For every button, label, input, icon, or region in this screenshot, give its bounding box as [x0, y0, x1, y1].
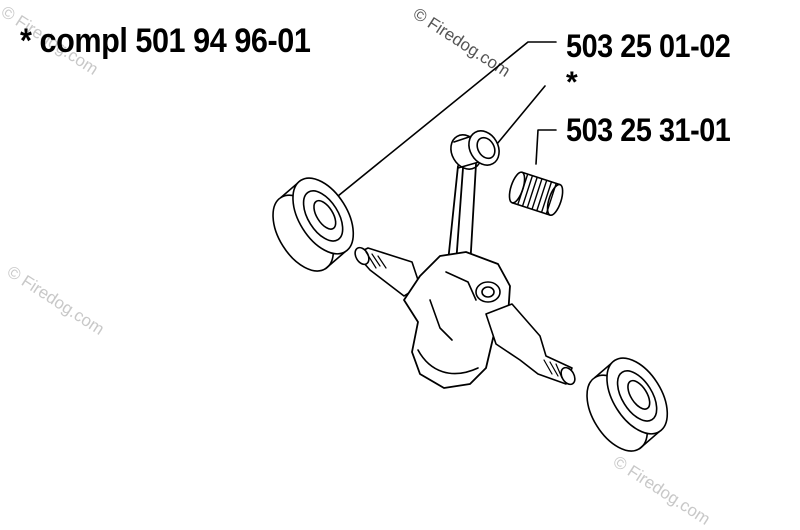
crankshaft-drawing — [272, 41, 669, 452]
needle-bearing-part-number: 503 25 31-01 — [566, 112, 731, 148]
leader-line-small-end — [491, 85, 546, 151]
crankshaft-right-journal — [485, 303, 576, 386]
crank-pin — [475, 281, 501, 303]
ball-bearing-lower — [586, 357, 669, 452]
connecting-rod-small-end — [450, 130, 500, 170]
leader-line-bearing — [337, 41, 557, 197]
needle-bearing — [508, 171, 564, 217]
ball-bearing-upper — [272, 177, 355, 272]
leader-line-needle-bearing — [535, 129, 557, 165]
parts-diagram: © Firedog.com © Firedog.com © Firedog.co… — [0, 2, 731, 529]
assembly-asterisk: * — [566, 66, 578, 99]
crankshaft-left-journal — [354, 246, 421, 297]
assembly-part-number: * compl 501 94 96-01 — [20, 22, 311, 60]
bearing-part-number: 503 25 01-02 — [566, 28, 731, 64]
connecting-rod-shank — [447, 163, 477, 269]
